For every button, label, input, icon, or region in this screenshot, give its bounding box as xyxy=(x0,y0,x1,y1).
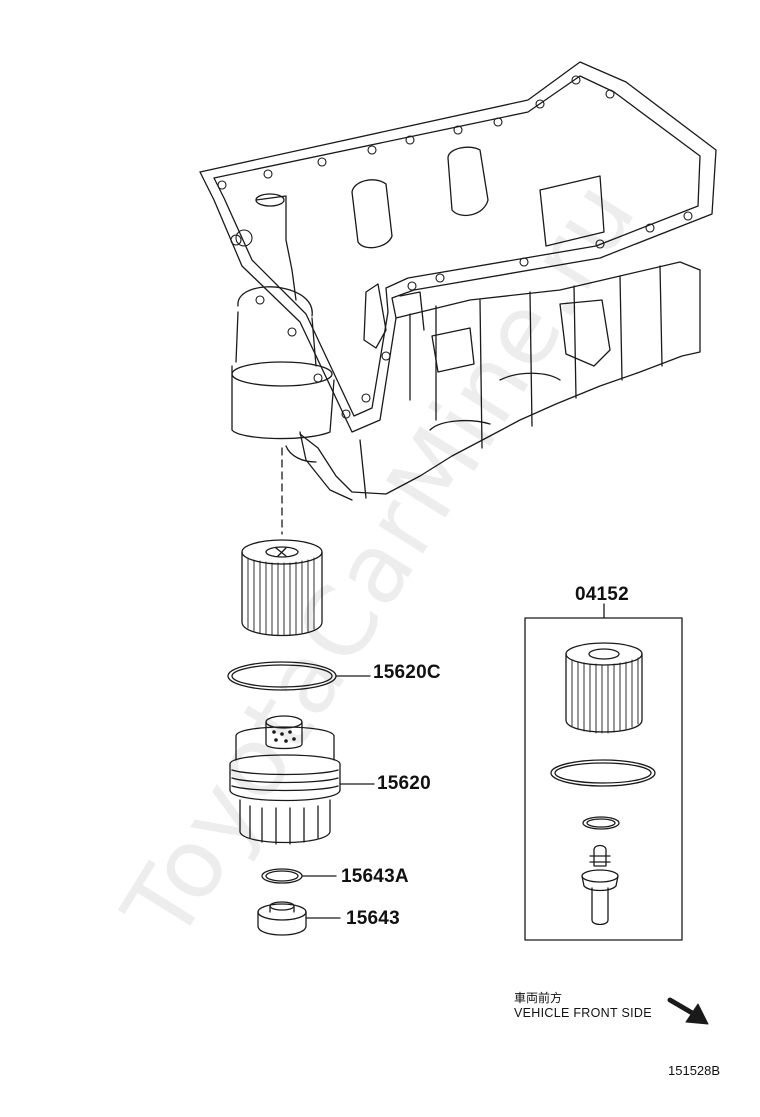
plug-gasket-drawing xyxy=(261,868,337,884)
direction-label-chinese: 車両前方 xyxy=(514,991,563,1005)
illustration-code: 151528B xyxy=(668,1063,721,1078)
filter-element-drawing xyxy=(241,539,323,637)
part-label-15643[interactable]: 15643 xyxy=(346,908,400,929)
direction-label-english: VEHICLE FRONT SIDE xyxy=(514,1006,652,1020)
element-kit-box xyxy=(524,603,683,941)
part-label-15620[interactable]: 15620 xyxy=(377,773,431,794)
arrow-down-right-icon xyxy=(667,997,709,1025)
part-label-15643a[interactable]: 15643A xyxy=(341,866,409,887)
large-gasket-drawing xyxy=(227,661,371,691)
part-label-04152[interactable]: 04152 xyxy=(575,584,629,605)
drain-plug-drawing xyxy=(257,901,341,936)
engine-block-drawing xyxy=(199,61,717,535)
filter-cap-drawing xyxy=(229,715,375,845)
part-label-15620c[interactable]: 15620C xyxy=(373,662,441,683)
